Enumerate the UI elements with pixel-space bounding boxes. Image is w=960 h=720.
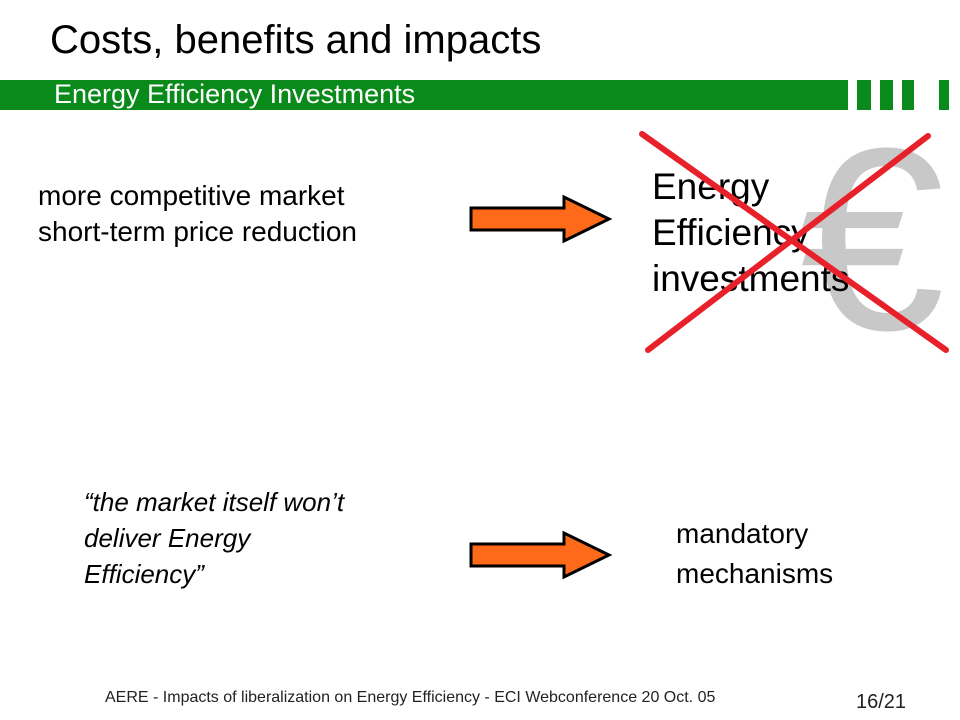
decorative-stripe	[880, 80, 893, 110]
decorative-stripe	[939, 80, 949, 110]
euro-icon: €	[800, 95, 945, 385]
slide-title: Costs, benefits and impacts	[50, 18, 542, 62]
cross-out-icon	[639, 131, 949, 353]
arrow-right-icon	[469, 530, 613, 580]
text-line: “the market itself won’t	[84, 487, 345, 517]
text-line: more competitive market	[38, 180, 345, 211]
text-line: mechanisms	[676, 558, 834, 589]
text-line: mandatory	[676, 518, 809, 549]
decorative-stripe	[902, 80, 914, 110]
text-line: Energy	[652, 166, 770, 207]
row1-left-text: more competitive market short-term price…	[38, 178, 357, 250]
title-bar	[0, 80, 848, 110]
text-line: short-term price reduction	[38, 216, 358, 247]
decorative-stripe	[857, 80, 871, 110]
text-line: investments	[652, 258, 850, 299]
row2-left-quote: “the market itself won’t deliver Energy …	[84, 484, 344, 592]
row1-right-text: Energy Efficiency investments	[652, 164, 849, 302]
text-line: Efficiency”	[84, 559, 204, 589]
page-number: 16/21	[856, 691, 907, 713]
text-line: deliver Energy	[84, 523, 251, 553]
footer-text: AERE - Impacts of liberalization on Ener…	[105, 689, 716, 706]
slide-subtitle: Energy Efficiency Investments	[54, 79, 416, 109]
arrow-right-icon	[469, 194, 613, 244]
row2-right-text: mandatory mechanisms	[676, 514, 833, 594]
